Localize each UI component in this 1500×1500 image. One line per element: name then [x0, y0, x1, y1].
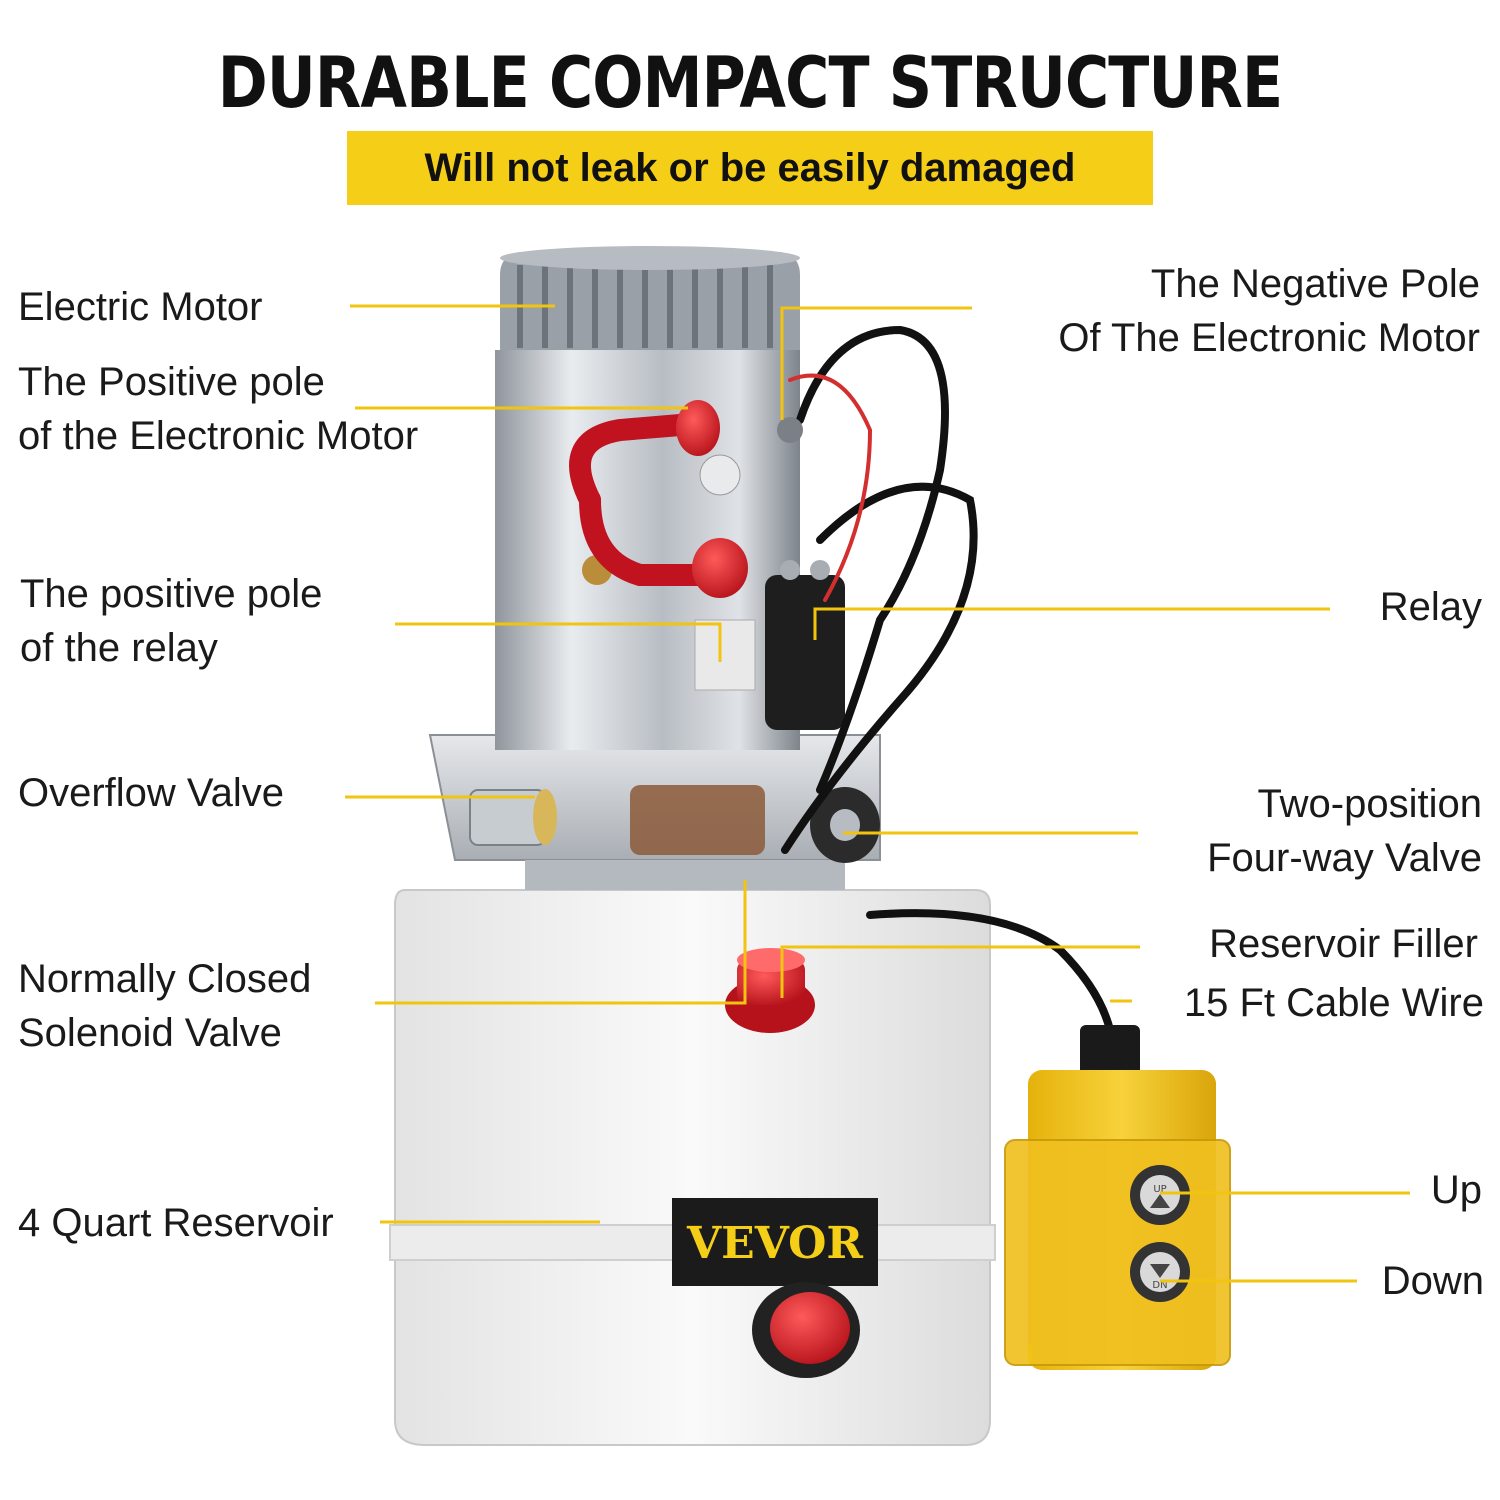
label-four-way-valve: Two-position Four-way Valve	[1207, 782, 1482, 880]
remote-control: UP DN	[1004, 1025, 1231, 1370]
solenoid-coil	[630, 785, 765, 855]
label-reservoir: 4 Quart Reservoir	[18, 1201, 334, 1245]
leader-solenoid-valve	[375, 880, 747, 1005]
down-button-text: DN	[1152, 1280, 1167, 1291]
label-down: Down	[1381, 1259, 1484, 1303]
leader-reservoir-filler	[780, 945, 1140, 998]
page-title: DURABLE COMPACT STRUCTURE	[217, 42, 1283, 124]
label-electric-motor: Electric Motor	[18, 285, 263, 329]
subtitle-banner: Will not leak or be easily damaged	[347, 131, 1153, 205]
remote-cable	[866, 909, 1114, 1064]
label-solenoid-valve: Normally Closed Solenoid Valve	[18, 957, 312, 1055]
leader-positive-pole-relay	[395, 622, 722, 662]
label-up: Up	[1430, 1168, 1482, 1212]
leader-negative-pole	[780, 306, 972, 420]
label-relay: Relay	[1379, 585, 1482, 629]
label-reservoir-filler: Reservoir Filler	[1209, 922, 1478, 966]
leader-relay	[813, 607, 1330, 640]
drain-plug-icon	[770, 1292, 850, 1364]
up-button-text: UP	[1153, 1184, 1166, 1195]
label-overflow-valve: Overflow Valve	[18, 771, 285, 815]
label-positive-pole-motor: The Positive pole of the Electronic Moto…	[18, 360, 419, 458]
brand-plate	[672, 1198, 878, 1286]
subtitle-text: Will not leak or be easily damaged	[424, 145, 1076, 190]
reservoir-filler-cap	[725, 948, 815, 1033]
label-negative-pole: The Negative Pole Of The Electronic Moto…	[1058, 262, 1480, 360]
relay	[694, 560, 845, 730]
electric-motor	[495, 246, 800, 750]
label-positive-pole-relay: The positive pole of the relay	[20, 572, 323, 670]
relay-label-sticker	[694, 619, 756, 691]
leader-lines	[345, 304, 1410, 1362]
brand-logo: VEVOR	[686, 1218, 863, 1269]
positive-cable	[569, 400, 748, 598]
wiring	[777, 325, 1114, 1064]
ce-mark-icon	[699, 454, 741, 496]
valve-block	[428, 734, 881, 890]
label-cable-wire: 15 Ft Cable Wire	[1183, 981, 1484, 1025]
reservoir-tank: VEVOR	[389, 889, 996, 1446]
